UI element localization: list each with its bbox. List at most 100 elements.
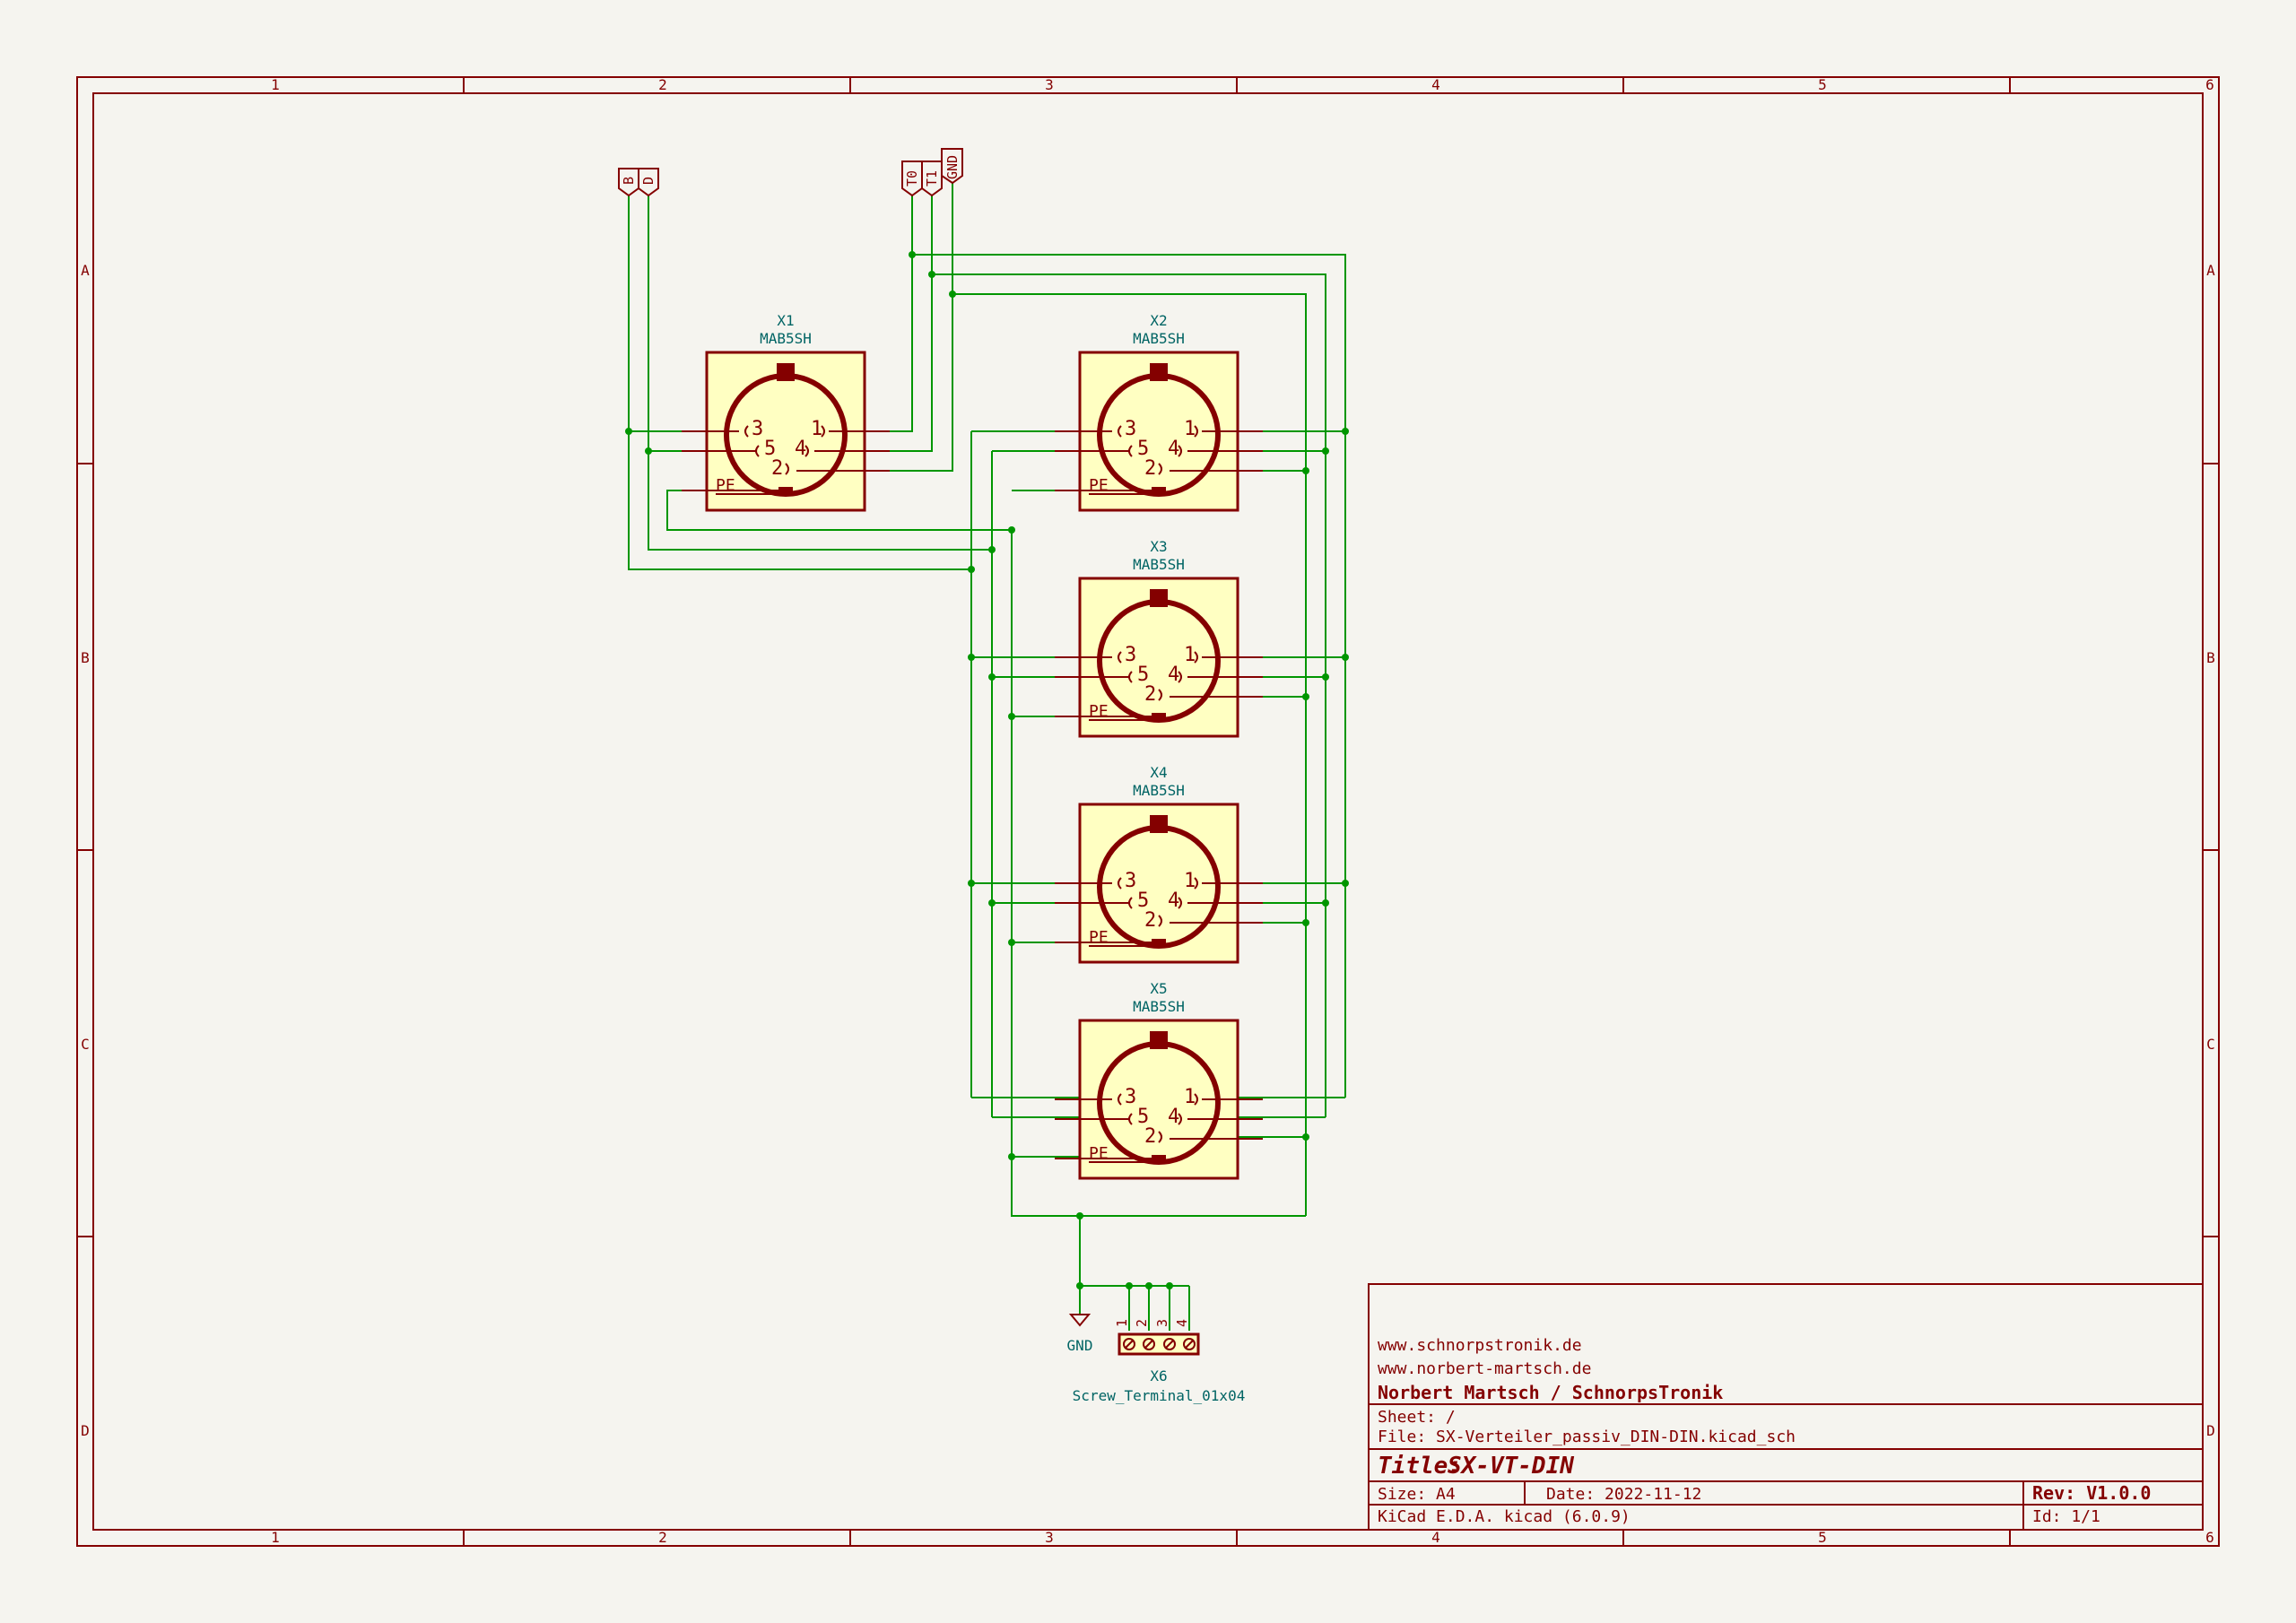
col-label-bottom: 4 <box>1431 1529 1440 1546</box>
wire-b <box>628 195 971 570</box>
pin-2: 2 <box>771 457 783 480</box>
screw-terminal-x6[interactable]: 1 2 3 4 X6 Screw_Terminal_01x04 <box>1073 1319 1246 1404</box>
title-block-title-label: Title: <box>1378 1453 1462 1480</box>
component-value: MAB5SH <box>760 330 812 347</box>
label-d: D <box>640 177 657 185</box>
junctions <box>625 251 1349 1289</box>
wire-t1 <box>865 195 933 452</box>
component-value: MAB5SH <box>1133 556 1185 573</box>
pin-1: 1 <box>1184 644 1196 666</box>
title-block-sheet: Sheet: / <box>1378 1408 1456 1427</box>
row-label-left: A <box>81 262 90 279</box>
connector-x4[interactable]: 3 5 1 4 2 PE X4 MAB5SH <box>1055 764 1263 962</box>
pin-4: 4 <box>795 438 806 460</box>
pin-5: 5 <box>764 438 776 460</box>
pin-pe: PE <box>1089 476 1109 495</box>
pin-2: 2 <box>1144 683 1156 706</box>
row-label-right: C <box>2206 1036 2215 1053</box>
component-ref: X4 <box>1150 764 1167 781</box>
row-label-left: C <box>81 1036 90 1053</box>
col-label-top: 3 <box>1045 76 1054 93</box>
row-label-left: B <box>81 649 90 666</box>
label-b: B <box>621 177 637 185</box>
ground-symbol[interactable]: GND <box>1067 1314 1093 1354</box>
component-ref: X5 <box>1150 980 1167 997</box>
pin-3: 3 <box>1125 1086 1136 1108</box>
connector-x1[interactable]: 3 5 1 4 2 PE X1 MAB5SH <box>682 312 890 510</box>
component-ref: X3 <box>1150 538 1167 555</box>
component-ref: X2 <box>1150 312 1167 329</box>
terminal-value: Screw_Terminal_01x04 <box>1073 1387 1246 1404</box>
wire-t0 <box>865 195 913 432</box>
title-block-id: Id: 1/1 <box>2032 1507 2100 1526</box>
pin-3: 3 <box>1125 418 1136 440</box>
gnd-symbol-label: GND <box>1067 1337 1093 1354</box>
title-block-size: Size: A4 <box>1378 1485 1456 1504</box>
wire-d <box>648 195 992 551</box>
component-ref: X1 <box>777 312 794 329</box>
col-label-bottom: 6 <box>2205 1529 2214 1546</box>
label-gnd: GND <box>944 155 961 179</box>
title-block: www.schnorpstronik.de www.norbert-martsc… <box>1368 1283 2204 1531</box>
frame-row-labels: A B C D A B C D <box>81 262 2215 1439</box>
pin-5: 5 <box>1137 664 1149 686</box>
pin-4: 4 <box>1168 1106 1179 1128</box>
frame-column-labels: 1 2 3 4 5 6 1 2 3 4 5 6 <box>271 76 2214 1546</box>
title-block-title: SX-VT-DIN <box>1448 1453 1574 1480</box>
row-label-left: D <box>81 1422 90 1439</box>
pin-3: 3 <box>752 418 763 440</box>
wire-gnd <box>865 183 953 472</box>
title-block-url2: www.norbert-martsch.de <box>1378 1359 1591 1378</box>
col-label-bottom: 3 <box>1045 1529 1054 1546</box>
terminal-pin-4: 4 <box>1174 1319 1190 1327</box>
col-label-bottom: 5 <box>1818 1529 1827 1546</box>
terminal-pin-3: 3 <box>1154 1319 1170 1327</box>
connector-x5[interactable]: 3 5 1 4 2 PE X5 MAB5SH <box>1055 980 1263 1178</box>
pin-2: 2 <box>1144 909 1156 932</box>
pin-5: 5 <box>1137 1106 1149 1128</box>
title-block-company: Norbert Martsch / SchnorpsTronik <box>1378 1382 1723 1403</box>
col-label-top: 6 <box>2205 76 2214 93</box>
pin-pe: PE <box>1089 702 1109 721</box>
pin-pe: PE <box>1089 928 1109 947</box>
drawing-frame <box>76 76 2220 1547</box>
pin-4: 4 <box>1168 890 1179 912</box>
terminal-ref: X6 <box>1150 1367 1167 1384</box>
col-label-bottom: 1 <box>271 1529 280 1546</box>
connector-x2[interactable]: 3 5 1 4 2 PE X2 MAB5SH <box>1055 312 1263 510</box>
global-labels <box>618 148 963 197</box>
component-value: MAB5SH <box>1133 782 1185 799</box>
component-value: MAB5SH <box>1133 998 1185 1015</box>
pin-2: 2 <box>1144 457 1156 480</box>
terminal-pin-2: 2 <box>1134 1319 1150 1327</box>
pin-1: 1 <box>1184 870 1196 892</box>
label-t0: T0 <box>904 170 920 187</box>
wires <box>628 183 1346 1331</box>
pin-1: 1 <box>1184 418 1196 440</box>
pin-4: 4 <box>1168 664 1179 686</box>
pin-pe: PE <box>716 476 735 495</box>
pin-5: 5 <box>1137 890 1149 912</box>
pin-4: 4 <box>1168 438 1179 460</box>
col-label-top: 2 <box>658 76 667 93</box>
pin-pe: PE <box>1089 1144 1109 1163</box>
col-label-top: 1 <box>271 76 280 93</box>
pin-5: 5 <box>1137 438 1149 460</box>
col-label-top: 5 <box>1818 76 1827 93</box>
pin-1: 1 <box>811 418 822 440</box>
title-block-tool: KiCad E.D.A. kicad (6.0.9) <box>1378 1507 1631 1526</box>
terminal-pin-1: 1 <box>1114 1319 1130 1327</box>
row-label-right: A <box>2206 262 2215 279</box>
connector-x3[interactable]: 3 5 1 4 2 PE X3 MAB5SH <box>1055 538 1263 736</box>
label-t1: T1 <box>924 170 940 187</box>
row-label-right: B <box>2206 649 2215 666</box>
pin-2: 2 <box>1144 1125 1156 1148</box>
row-label-right: D <box>2206 1422 2215 1439</box>
col-label-bottom: 2 <box>658 1529 667 1546</box>
ground-icon <box>1068 1314 1091 1327</box>
pin-3: 3 <box>1125 644 1136 666</box>
pin-1: 1 <box>1184 1086 1196 1108</box>
title-block-date: Date: 2022-11-12 <box>1546 1485 1701 1504</box>
title-block-url1: www.schnorpstronik.de <box>1378 1336 1582 1355</box>
